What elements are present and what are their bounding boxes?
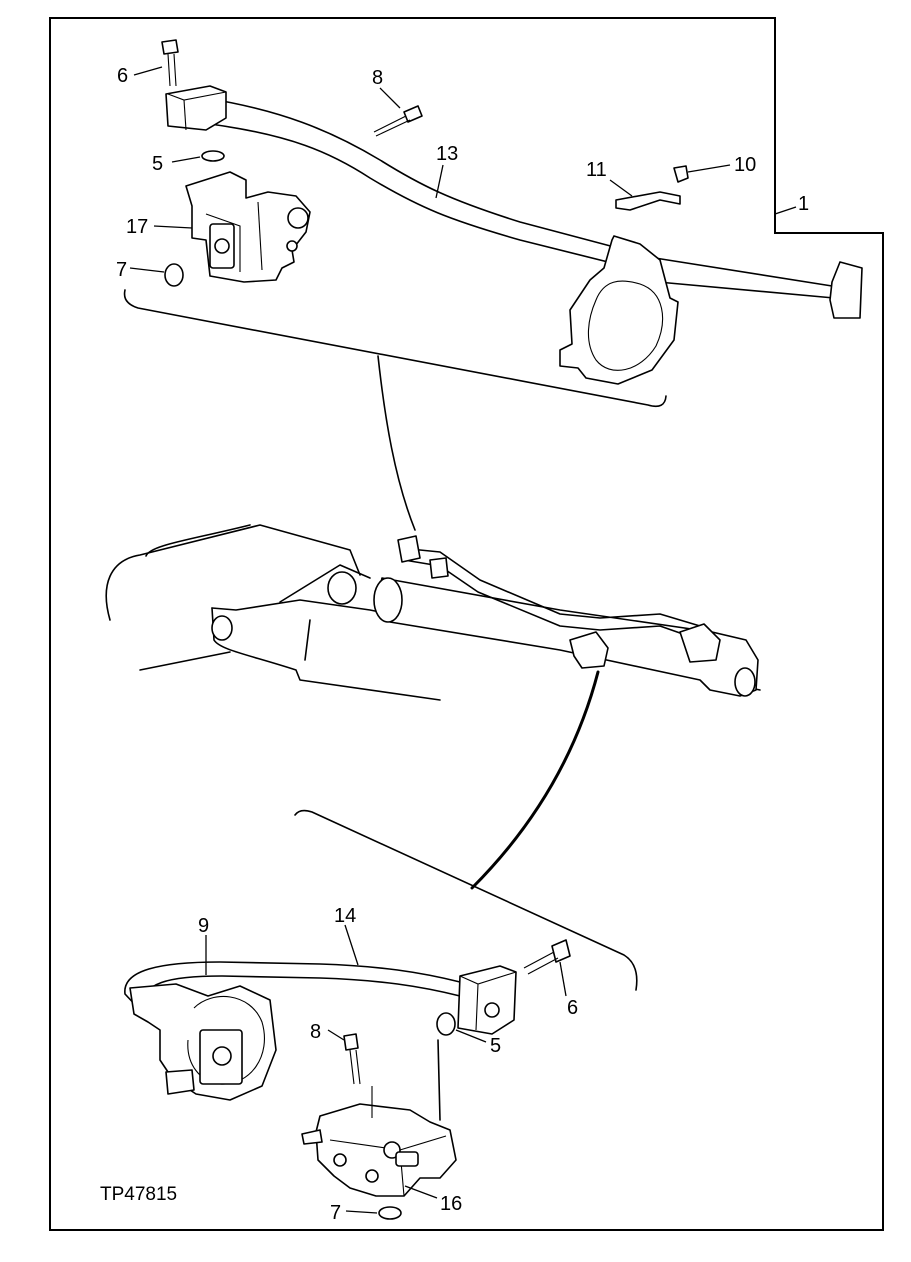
cap-screw-8-top [403, 105, 423, 123]
callout-16: 16 [440, 1193, 462, 1215]
cap-screw-6-bottom [551, 939, 571, 963]
callout-17: 17 [126, 216, 148, 238]
callout-9: 9 [198, 915, 209, 937]
top-detail-bracket [123, 289, 667, 408]
clip-11 [615, 191, 681, 211]
tube-end-fitting [829, 261, 863, 319]
o-ring-5-bottom [436, 1012, 456, 1036]
callout-6-bottom: 6 [567, 997, 578, 1019]
bottom-detail-group [124, 809, 638, 1220]
o-ring-5-top [201, 150, 225, 162]
callout-7-top: 7 [116, 259, 127, 281]
cap-screw-6-top [161, 39, 179, 55]
screw-10 [673, 165, 689, 183]
callout-1: 1 [798, 193, 809, 215]
flange-block-top [165, 85, 227, 131]
callout-6-top: 6 [117, 65, 128, 87]
callout-5-bottom: 5 [490, 1035, 501, 1057]
tube-13-end [654, 257, 835, 299]
callout-11: 11 [586, 159, 607, 181]
connector-upper [377, 355, 416, 531]
bottom-detail-bracket [294, 809, 638, 991]
top-detail-group [123, 39, 863, 408]
o-ring-7-top [164, 263, 184, 287]
callout-10: 10 [734, 154, 756, 176]
callout-7-bottom: 7 [330, 1202, 341, 1224]
callout-8-bottom: 8 [310, 1021, 321, 1043]
o-ring-7-bottom [378, 1206, 402, 1220]
callout-5-top: 5 [152, 153, 163, 175]
flange-block-bottom [457, 965, 517, 1035]
callout-8-top: 8 [372, 67, 383, 89]
callout-14: 14 [334, 905, 356, 927]
valve-17 [185, 171, 311, 283]
diagram-frame [49, 17, 884, 1231]
tube-clamp [559, 235, 679, 385]
cap-screw-8-bottom [343, 1033, 359, 1051]
connector-lower [470, 670, 600, 890]
callout-13: 13 [436, 143, 458, 165]
figure-code: TP47815 [100, 1184, 177, 1205]
machine-boom-view [105, 524, 761, 701]
